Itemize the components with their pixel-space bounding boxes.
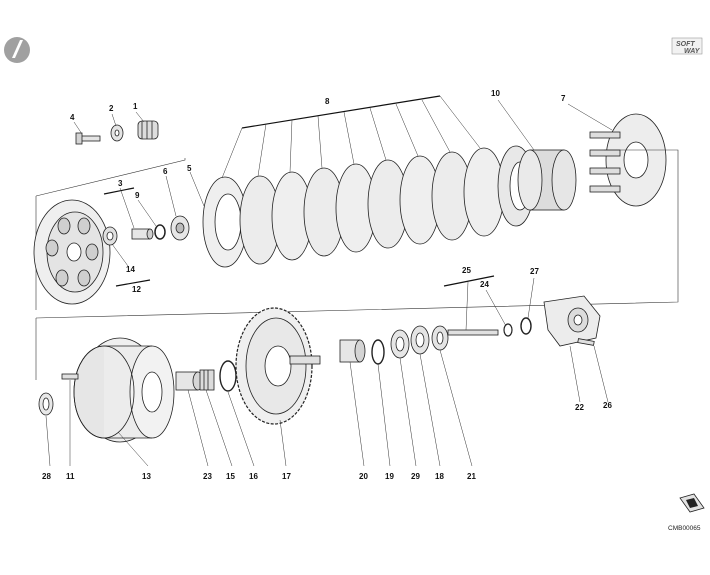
part-label-14: 14 [126, 265, 135, 274]
direction-arrow-icon [679, 493, 705, 513]
bearing-18 [410, 325, 430, 355]
part-label-7: 7 [561, 94, 566, 103]
part-label-6: 6 [163, 167, 168, 176]
part-label-21: 21 [467, 472, 476, 481]
group-brackets [103, 95, 495, 287]
pushrod-6 [170, 215, 190, 241]
washer-2 [110, 124, 124, 142]
part-label-10: 10 [491, 89, 500, 98]
ring-19 [371, 339, 385, 365]
ring-16 [219, 360, 237, 392]
spacer-23 [175, 371, 204, 391]
part-label-12: 12 [132, 285, 141, 294]
part-label-15: 15 [226, 472, 235, 481]
pushrod-head-3 [131, 228, 154, 240]
part-label-18: 18 [435, 472, 444, 481]
washer-28 [38, 392, 54, 416]
outer-basket-13 [73, 337, 175, 443]
spring-1 [137, 120, 159, 140]
part-label-23: 23 [203, 472, 212, 481]
part-label-8: 8 [325, 97, 330, 106]
leader-lines [45, 95, 613, 467]
part-label-13: 13 [142, 472, 151, 481]
part-label-16: 16 [249, 472, 258, 481]
part-label-27: 27 [530, 267, 539, 276]
drawing-code: CMB00065 [668, 525, 701, 532]
bearing-14 [102, 226, 118, 246]
part-label-11: 11 [66, 472, 75, 481]
part-label-19: 19 [385, 472, 394, 481]
bearing-15 [199, 369, 215, 391]
o-ring-9 [154, 224, 166, 240]
brand-logo: SOFT WAY [671, 37, 703, 55]
seal-24 [503, 323, 513, 337]
bushing-20 [339, 339, 366, 363]
brand-line-2: WAY [684, 48, 701, 55]
upper-assembly [33, 113, 679, 319]
bearing-21 [431, 325, 449, 351]
slave-cylinder-22 [543, 295, 601, 347]
part-labels: 1 2 3 4 5 6 7 8 9 10 11 12 13 14 15 16 1… [42, 89, 612, 481]
round-badge-icon [4, 37, 30, 63]
inner-hub-10 [517, 149, 577, 211]
part-label-3: 3 [118, 179, 123, 188]
lower-assembly [35, 295, 601, 443]
part-label-1: 1 [133, 102, 138, 111]
housing-flange-7 [589, 113, 667, 207]
part-label-26: 26 [603, 401, 612, 410]
part-label-4: 4 [70, 113, 75, 122]
part-label-9: 9 [135, 191, 140, 200]
screw-4 [75, 132, 101, 145]
screw-26 [577, 338, 595, 346]
part-label-24: 24 [480, 280, 489, 289]
pushrod-25 [447, 329, 499, 336]
brand-line-1: SOFT [676, 41, 695, 48]
circlip-27 [520, 317, 532, 335]
part-label-5: 5 [187, 164, 192, 173]
part-label-25: 25 [462, 266, 471, 275]
pressure-plate [33, 199, 111, 305]
primary-gear-17 [235, 307, 321, 425]
part-label-28: 28 [42, 472, 51, 481]
part-label-22: 22 [575, 403, 584, 412]
part-label-20: 20 [359, 472, 368, 481]
part-label-2: 2 [109, 104, 114, 113]
clutch-plate-stack [202, 145, 535, 268]
bearing-29 [390, 329, 410, 359]
part-label-17: 17 [282, 472, 291, 481]
bolt-11 [61, 373, 79, 380]
part-label-29: 29 [411, 472, 420, 481]
